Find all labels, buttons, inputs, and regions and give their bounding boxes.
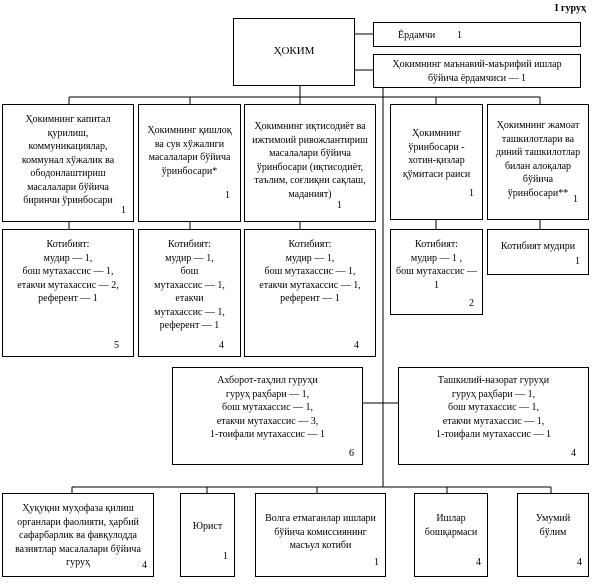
deputy-2-text: Ҳокимнинг қишлоқ ва сув хўжалиги масалал… [147, 125, 232, 177]
deputy-box-2: Ҳокимнинг қишлоқ ва сув хўжалиги масалал… [138, 104, 241, 222]
deputy-box-1: Ҳокимнинг капитал қурилиш, коммуникациял… [2, 104, 134, 222]
affairs-department-box: Ишлар бошқармаси 4 [414, 493, 488, 577]
assistant-label: Ёрдамчи [398, 30, 436, 41]
deputy-3-text: Ҳокимнинг иқтисодиёт ва ижтимоий ривожла… [252, 121, 368, 200]
secretariat-box-4: Котибият: мудир — 1 , бош мутахассис — 1… [390, 229, 483, 315]
control-group-count: 4 [571, 447, 576, 459]
hokim-title: ҲОКИМ [273, 45, 315, 57]
secretariat-box-3: Котибият: мудир — 1, бош мутахассис — 1,… [244, 229, 376, 357]
secretariat-box-1: Котибият: мудир — 1, бош мутахассис — 1,… [2, 229, 134, 357]
deputy-3-count: 1 [337, 200, 342, 211]
secretariat-1-count: 5 [114, 339, 119, 351]
assistant-count: 1 [457, 30, 462, 41]
affairs-count: 4 [476, 557, 481, 568]
secretariat-2-count: 4 [219, 339, 224, 351]
law-enforcement-group-box: Ҳуқуқни муҳофаза қилиш органлари фаолият… [2, 493, 154, 577]
deputy-1-text: Ҳокимнинг капитал қурилиш, коммуникациял… [21, 114, 115, 206]
secretariat-3-count: 4 [354, 339, 359, 351]
secretariat-2-text: Котибият: мудир — 1, бош мутахассис — 1,… [154, 239, 225, 331]
info-group-text: Ахборот-таҳлил гуруҳи гуруҳ раҳбари — 1,… [210, 375, 325, 440]
secretariat-box-2: Котибият: мудир — 1, бош мутахассис — 1,… [138, 229, 241, 357]
deputy-4-text: Ҳокимнинг ўринбосари - хотин-қизлар қўми… [402, 128, 471, 180]
general-count: 4 [577, 557, 582, 568]
juvenile-text: Волга етмаганлар ишлари бўйича комиссиян… [265, 513, 376, 551]
juvenile-commission-box: Волга етмаганлар ишлари бўйича комиссиян… [255, 493, 386, 577]
info-analysis-group-box: Ахборот-таҳлил гуруҳи гуруҳ раҳбари — 1,… [172, 367, 363, 465]
secretariat-5-text: Котибият мудири [500, 241, 576, 252]
hokim-box: ҲОКИМ [233, 18, 355, 86]
spiritual-assistant-box: Ҳокимнинг маънавий-маърифий ишлар бўйича… [373, 54, 581, 88]
assistant-box: Ёрдамчи 1 [373, 22, 581, 47]
secretariat-4-count: 2 [469, 297, 474, 309]
deputy-2-count: 1 [225, 190, 230, 201]
general-text: Умумий бўлим [535, 513, 571, 538]
deputy-box-3: Ҳокимнинг иқтисодиёт ва ижтимоий ривожла… [244, 104, 376, 222]
info-group-count: 6 [349, 447, 354, 459]
lawyer-text: Юрист [192, 521, 223, 532]
deputy-4-count: 1 [469, 188, 474, 199]
affairs-text: Ишлар бошқармаси [424, 513, 478, 538]
secretariat-4-text: Котибият: мудир — 1 , бош мутахассис — 1 [395, 239, 478, 291]
secretariat-5-count: 1 [575, 255, 580, 267]
juvenile-count: 1 [374, 557, 379, 568]
lawyer-count: 1 [223, 551, 228, 562]
secretariat-box-5: Котибият мудири 1 [487, 229, 589, 275]
secretariat-1-text: Котибият: мудир — 1, бош мутахассис — 1,… [17, 239, 119, 304]
secretariat-3-text: Котибият: мудир — 1, бош мутахассис — 1,… [259, 239, 361, 304]
lawyer-box: Юрист 1 [180, 493, 235, 577]
law-group-text: Ҳуқуқни муҳофаза қилиш органлари фаолият… [15, 503, 141, 568]
law-group-count: 4 [142, 559, 147, 571]
general-department-box: Умумий бўлим 4 [517, 493, 589, 577]
deputy-5-count: 1 [573, 194, 578, 205]
control-group-text: Ташкилий-назорат гуруҳи гуруҳ раҳбари — … [436, 375, 551, 440]
deputy-box-4: Ҳокимнинг ўринбосари - хотин-қизлар қўми… [390, 104, 483, 220]
deputy-box-5: Ҳокимнинг жамоат ташкилотлари ва диний т… [487, 104, 589, 220]
control-group-box: Ташкилий-назорат гуруҳи гуруҳ раҳбари — … [398, 367, 589, 465]
deputy-5-text: Ҳокимнинг жамоат ташкилотлари ва диний т… [495, 120, 581, 199]
group-label: I гуруҳ [554, 3, 586, 14]
deputy-1-count: 1 [121, 204, 126, 216]
